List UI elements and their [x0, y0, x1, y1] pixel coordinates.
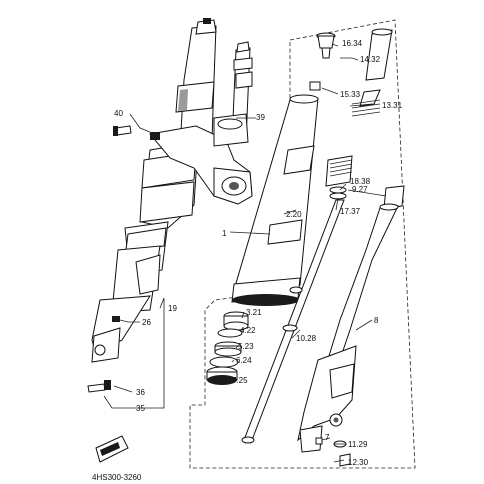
washer-part-18	[329, 186, 347, 200]
label-14-32: 14.32	[360, 55, 381, 64]
fork-spring-part-13	[325, 89, 381, 187]
nut-part-15	[309, 81, 321, 91]
bolt-part-36	[87, 380, 111, 393]
label-19: 19	[168, 304, 177, 313]
label-39: 39	[256, 113, 265, 122]
front-arrow-icon	[95, 435, 129, 463]
label-7-25: 7.25	[232, 376, 248, 385]
label-17-37: 17.37	[340, 207, 361, 216]
label-16-34: 16.34	[342, 39, 363, 48]
guide-part-9	[383, 185, 405, 209]
label-5-23: 5.23	[238, 342, 254, 351]
label-9-27: 9.27	[352, 185, 368, 194]
label-2-20: 2.20	[286, 210, 302, 219]
part-labels: 16.34 14.32 15.33 13.31 40 39 18.38 9.27…	[92, 39, 403, 482]
label-18-38: 18.38	[350, 177, 371, 186]
outer-tube-part-8	[297, 203, 399, 453]
label-13-31: 13.31	[382, 101, 403, 110]
damper-rod-part-10	[241, 199, 345, 444]
label-10-28: 10.28	[296, 334, 317, 343]
label-6-24: 6.24	[236, 356, 252, 365]
label-8: 8	[374, 316, 379, 325]
label-35: 35	[136, 404, 145, 413]
label-15-33: 15.33	[340, 90, 361, 99]
assembled-fork-leg	[91, 18, 253, 363]
label-3-21: 3.21	[246, 308, 262, 317]
label-40: 40	[114, 109, 123, 118]
label-1: 1	[222, 229, 227, 238]
seal-stack	[206, 311, 249, 385]
label-26: 26	[142, 318, 151, 327]
label-36: 36	[136, 388, 145, 397]
bolt-40	[113, 125, 132, 136]
bolt-part-7	[315, 437, 323, 445]
label-12-30: 12.30	[348, 458, 369, 467]
diagram-code: 4HS300-3260	[92, 473, 142, 482]
cap-bolt-part-16	[316, 32, 336, 59]
label-4-22: 4.22	[240, 326, 256, 335]
bolt-part-12	[339, 453, 351, 467]
inner-tube-part-1	[231, 94, 319, 306]
spacer-part-14	[365, 28, 393, 81]
leader-lines	[103, 43, 387, 463]
label-7: 7	[325, 433, 330, 442]
label-11-29: 11.29	[348, 440, 368, 449]
